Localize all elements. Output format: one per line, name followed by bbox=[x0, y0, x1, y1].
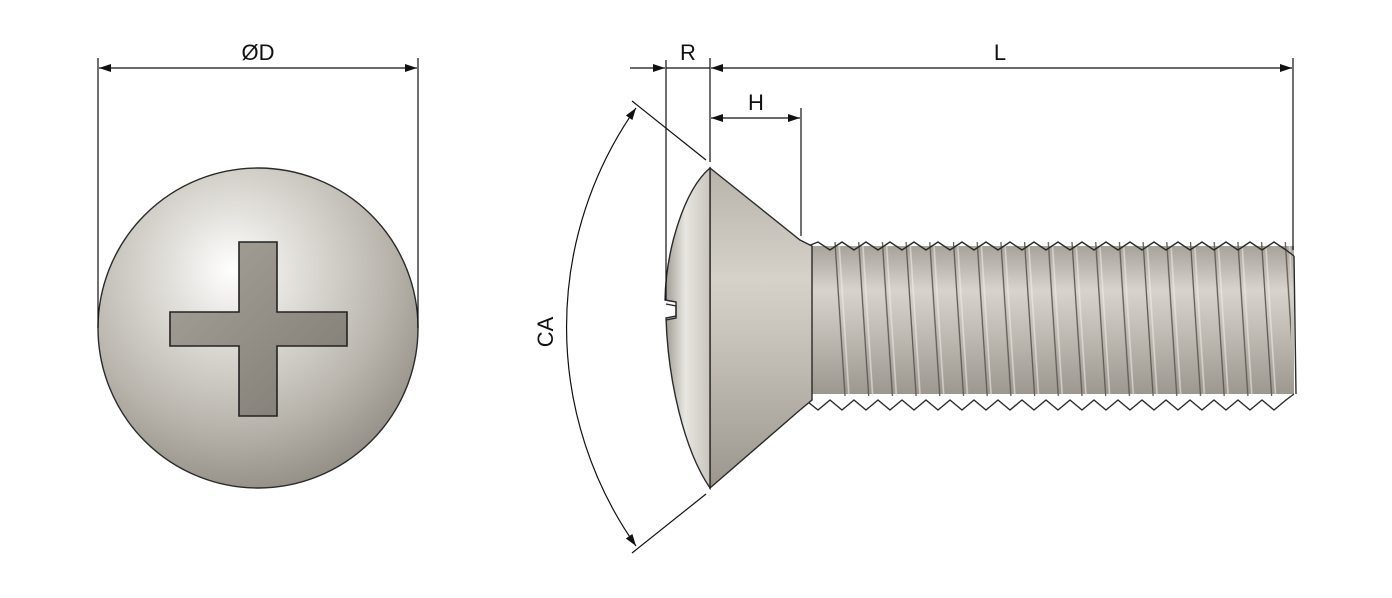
head-height-dimension: R bbox=[630, 40, 711, 300]
thread-top-edge bbox=[807, 241, 1295, 257]
head-height-label: R bbox=[680, 40, 696, 65]
oval-head-dome bbox=[664, 166, 711, 491]
thread-bottom-edge bbox=[807, 393, 1295, 411]
countersink-angle-label: CA bbox=[533, 316, 558, 347]
length-dimension: L bbox=[711, 40, 1294, 250]
thread-tip bbox=[1293, 255, 1297, 395]
phillips-recess bbox=[169, 241, 348, 417]
head-top-view bbox=[97, 167, 419, 489]
diameter-dimension: ØD bbox=[97, 40, 419, 328]
side-recess-slot bbox=[665, 303, 677, 321]
countersink-angle-dimension: CA bbox=[533, 100, 707, 554]
countersink-height-label: H bbox=[748, 90, 764, 115]
countersunk-head bbox=[709, 166, 813, 490]
length-label: L bbox=[994, 40, 1006, 65]
diameter-label: ØD bbox=[242, 40, 275, 65]
countersink-height-dimension: H bbox=[711, 90, 802, 236]
screw-side-view bbox=[664, 166, 1297, 491]
